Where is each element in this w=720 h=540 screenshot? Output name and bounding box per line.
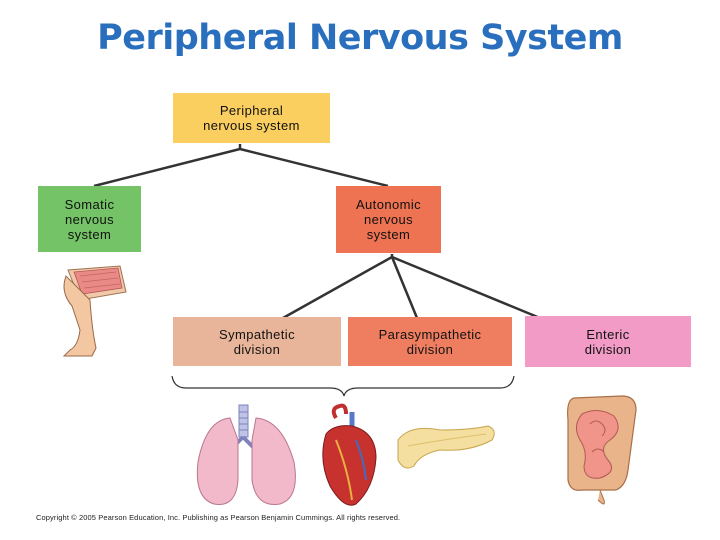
connector-autonomic-parasympathetic [390, 256, 419, 319]
autonomic-nervous-system-box: Autonomic nervous system [336, 186, 441, 253]
connector-peripheral-autonomic [239, 147, 389, 188]
heart-icon [322, 403, 377, 506]
connector-autonomic-enteric [391, 255, 541, 320]
intestines-icon [567, 395, 637, 505]
peripheral-nervous-system-box: Peripheral nervous system [173, 93, 330, 143]
organ-bracket [171, 375, 515, 397]
enteric-division-box: Enteric division [525, 316, 691, 367]
somatic-nervous-system-box: Somatic nervous system [38, 186, 141, 252]
sympathetic-division-box: Sympathetic division [173, 317, 341, 366]
copyright-notice: Copyright © 2005 Pearson Education, Inc.… [36, 513, 401, 522]
lungs-icon [196, 404, 296, 505]
leg-muscle-icon [62, 265, 127, 357]
pancreas-icon [397, 425, 495, 469]
parasympathetic-division-box: Parasympathetic division [348, 317, 512, 366]
page-title: Peripheral Nervous System [97, 18, 623, 58]
